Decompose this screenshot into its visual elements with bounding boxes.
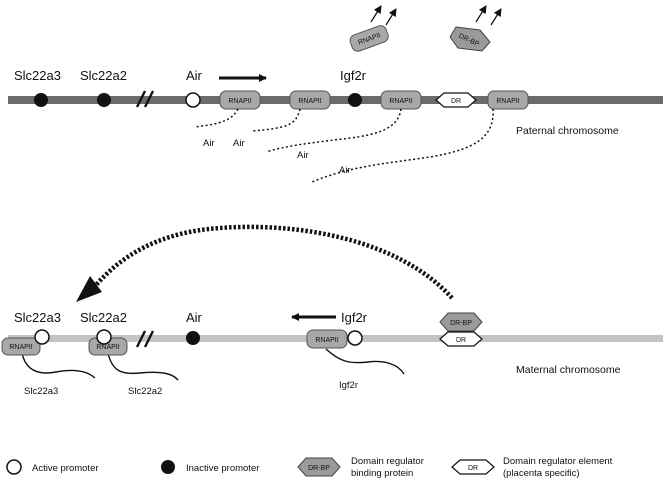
legend-drbp-label-line2: binding protein — [351, 468, 413, 479]
legend-drbp-icon: DR-BP — [297, 457, 341, 477]
legend-dr-label-line1: Domain regulator element — [503, 456, 613, 467]
rnapii-paternal-2: RNAPII — [289, 90, 331, 110]
paternal-chromosome-bar — [8, 96, 663, 104]
chromosome-break-mark — [135, 90, 155, 108]
gene-label-slc22a2: Slc22a2 — [80, 68, 127, 83]
rnapii-maternal-igf2r: RNAPII — [306, 329, 348, 349]
rnapii-maternal-slc22a3: RNAPII — [1, 337, 41, 356]
inactive-promoter-igf2r — [348, 93, 362, 107]
legend-inactive-promoter-icon — [161, 460, 175, 474]
paternal-chromosome-label: Paternal chromosome — [516, 125, 619, 137]
rnapii-paternal-3: RNAPII — [380, 90, 422, 110]
maternal-chromosome-label: Maternal chromosome — [516, 364, 621, 376]
gene-label-slc22a3: Slc22a3 — [14, 310, 61, 325]
drbp-label: DR-BP — [450, 320, 472, 327]
rnapii-label: RNAPII — [389, 98, 412, 105]
legend-dr-icon: DR — [451, 459, 495, 475]
long-range-arrowhead — [76, 276, 102, 302]
rnapii-label: RNAPII — [9, 344, 32, 351]
rnapii-label: RNAPII — [96, 344, 119, 351]
inactive-promoter-air — [186, 331, 200, 345]
rnapii-label: RNAPII — [315, 337, 338, 344]
transcript-label-air-2: Air — [233, 138, 245, 149]
gene-label-air: Air — [186, 68, 203, 83]
maternal-panel: Slc22a3 Slc22a2 Air Igf2r RNAPII RNAPII … — [1, 224, 663, 397]
inactive-promoter-slc22a2 — [97, 93, 111, 107]
legend-drbp-label-line1: Domain regulator — [351, 456, 424, 467]
rnapii-paternal-4: RNAPII — [487, 90, 529, 110]
gene-label-igf2r: Igf2r — [340, 68, 367, 83]
chromosome-break-mark — [135, 330, 155, 348]
inactive-promoter-slc22a3 — [34, 93, 48, 107]
rnapii-paternal-1: RNAPII — [219, 90, 261, 110]
dr-element-paternal: DR — [435, 92, 477, 108]
igf2r-transcript — [325, 348, 405, 375]
legend-dr-symbol: DR — [468, 465, 478, 472]
legend-inactive-label: Inactive promoter — [186, 463, 259, 474]
transcript-label-air-1: Air — [203, 138, 215, 149]
rnapii-label: RNAPII — [496, 98, 519, 105]
gene-label-igf2r: Igf2r — [341, 310, 368, 325]
dr-label: DR — [451, 98, 461, 105]
released-rnapii: RNAPII — [349, 25, 389, 52]
dr-element-maternal: DR — [439, 331, 483, 347]
rnapii-label: RNAPII — [298, 98, 321, 105]
rnapii-label: RNAPII — [228, 98, 251, 105]
long-range-regulation-arrow — [90, 224, 454, 300]
active-promoter-igf2r — [347, 330, 363, 346]
legend-active-promoter-icon — [6, 459, 22, 475]
transcript-label-air-3: Air — [297, 150, 309, 161]
drbp-bound: DR-BP — [439, 312, 483, 332]
transcript-label-slc22a2: Slc22a2 — [128, 386, 162, 397]
transcript-label-slc22a3: Slc22a3 — [24, 386, 58, 397]
air-transcripts — [193, 108, 494, 183]
slc22a2-transcript — [107, 352, 179, 381]
active-promoter-air — [185, 92, 201, 108]
legend-active-label: Active promoter — [32, 463, 99, 474]
legend-dr-label-line2: (placenta specific) — [503, 468, 580, 479]
gene-label-slc22a3: Slc22a3 — [14, 68, 61, 83]
released-arrows-rnapii — [370, 5, 397, 26]
active-promoter-slc22a3 — [34, 329, 50, 345]
active-promoter-slc22a2 — [96, 329, 112, 345]
legend-drbp-symbol: DR-BP — [308, 465, 330, 472]
released-drbp: DR-BP — [449, 26, 491, 52]
slc22a3-transcript — [21, 352, 96, 379]
legend: Active promoter Inactive promoter DR-BP … — [6, 456, 613, 479]
transcript-label-air-4: Air — [339, 165, 351, 176]
gene-label-slc22a2: Slc22a2 — [80, 310, 127, 325]
gene-label-air: Air — [186, 310, 203, 325]
paternal-panel: Slc22a3 Slc22a2 Air Igf2r RNAPII RNAPII … — [8, 5, 663, 183]
transcript-label-igf2r: Igf2r — [339, 380, 358, 391]
dr-label: DR — [456, 337, 466, 344]
released-arrows-drbp — [475, 5, 502, 26]
